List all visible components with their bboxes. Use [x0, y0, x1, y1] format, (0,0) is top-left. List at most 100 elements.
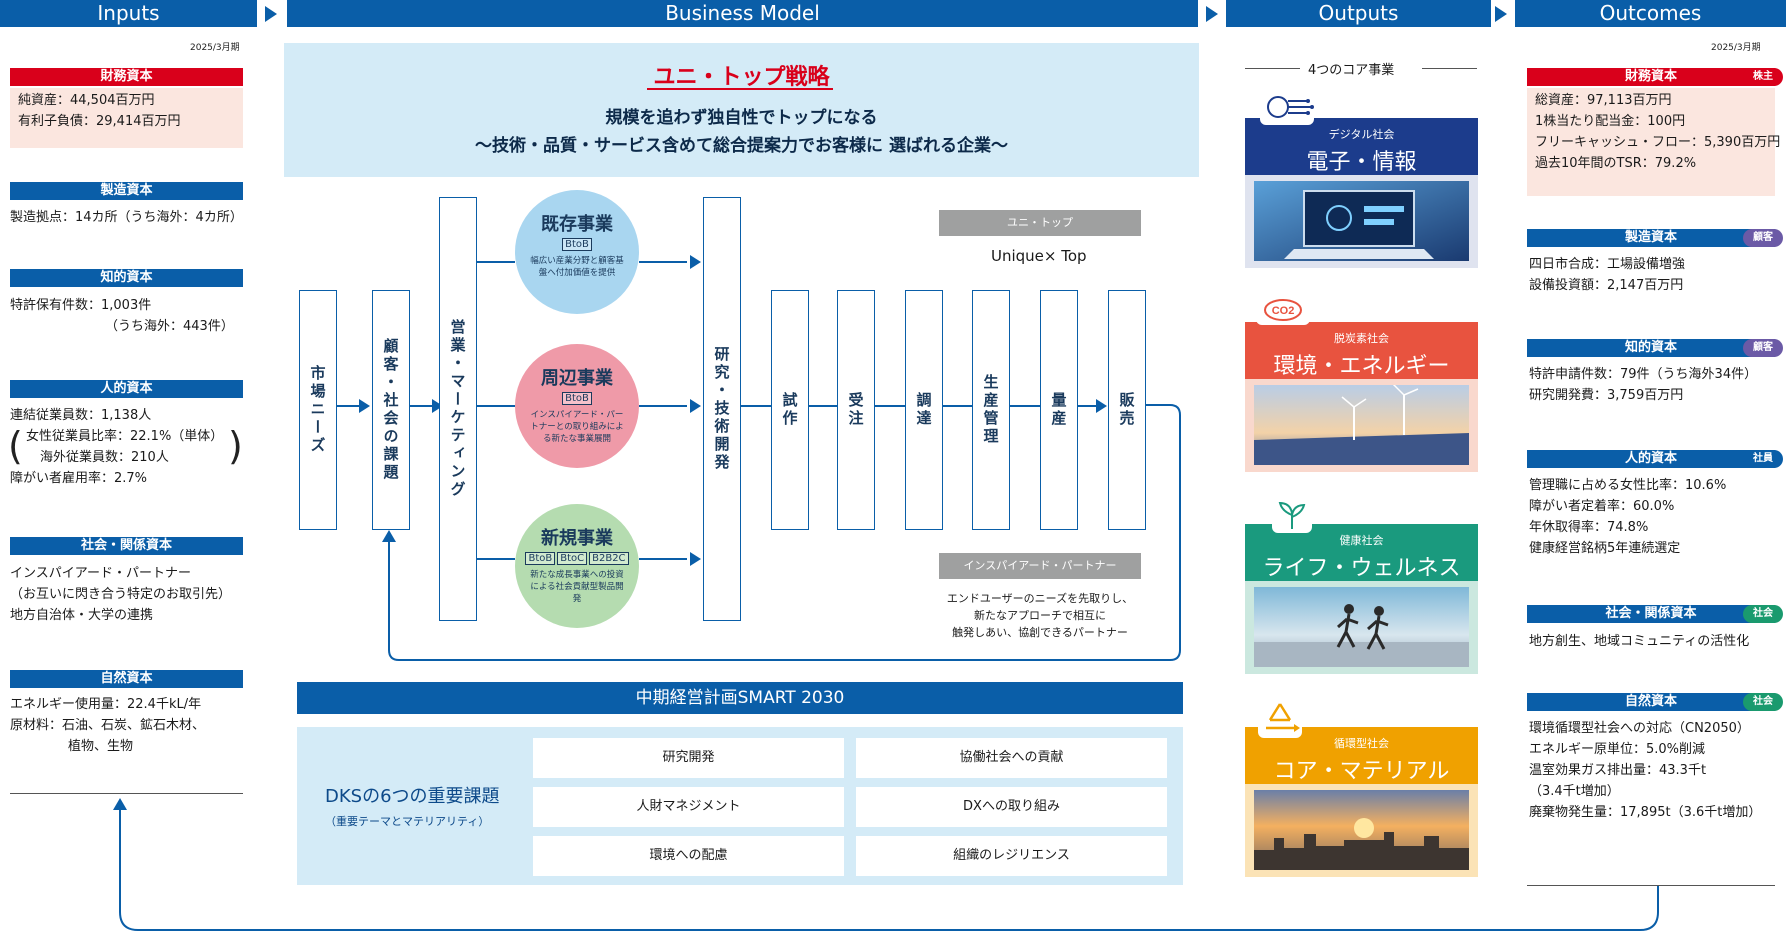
- outcome-human-title: 人的資本: [1527, 450, 1775, 468]
- flow-line: [1010, 405, 1040, 407]
- input-human-title: 人的資本: [10, 380, 243, 398]
- inspired-partner-tag: インスパイアード・パートナー: [939, 553, 1141, 579]
- input-social-text: インスパイアード・パートナー （お互いに閃き合う特定のお取引先） 地方自治体・大…: [10, 566, 232, 623]
- stakeholder-badge-customer: 顧客: [1743, 229, 1783, 247]
- unitop-text: Unique× Top: [991, 247, 1087, 265]
- sales-marketing-box: 営業・マーケティング: [439, 197, 477, 621]
- arrow-right-icon: [690, 552, 701, 566]
- wind-turbine-photo: [1254, 385, 1469, 465]
- plan-cell-resilience: 組織のレジリエンス: [856, 836, 1167, 876]
- flow-line: [639, 558, 687, 560]
- flow-line: [639, 405, 687, 407]
- city-photo: [1254, 790, 1469, 870]
- outcome-financial-title: 財務資本: [1527, 68, 1775, 86]
- laptop-photo: [1254, 181, 1469, 261]
- arrow-right-icon: [1096, 399, 1107, 413]
- flow-line: [1078, 405, 1098, 407]
- header-outcomes: Outcomes: [1515, 0, 1786, 27]
- feedback-loop-line: [382, 404, 1181, 661]
- core-rule-right: [1422, 68, 1477, 69]
- procure-box: 調達: [905, 290, 943, 530]
- flow-line: [875, 405, 905, 407]
- stakeholder-badge-shareholder: 株主: [1743, 68, 1783, 86]
- plan-cell-hr: 人財マネジメント: [533, 787, 844, 827]
- core-business-label: 4つのコア事業: [1308, 63, 1395, 78]
- existing-business-circle: 既存事業 BtoB 幅広い産業分野と顧客基盤へ付加価値を提供: [515, 190, 639, 314]
- input-natural-text: エネルギー使用量：22.4千kL/年 原材料：石油、石炭、鉱石木材、 植物、生物: [10, 697, 206, 754]
- arrow-right-icon: [1495, 6, 1507, 22]
- recycle-icon: [1258, 700, 1302, 738]
- arrow-right-icon: [432, 399, 443, 413]
- mass-production-box: 量産: [1040, 290, 1078, 530]
- inputs-date: 2025/3月期: [190, 43, 240, 53]
- outcomes-bottom-rule: [1527, 885, 1775, 886]
- plant-icon: [1272, 497, 1312, 533]
- stakeholder-badge-society: 社会: [1743, 605, 1783, 623]
- flow-line: [943, 405, 972, 407]
- arrow-right-icon: [265, 6, 277, 22]
- strategy-box: ユニ・トップ戦略 規模を追わず独自性でトップになる 〜技術・品質・サービス含めて…: [284, 43, 1199, 177]
- outcome-human-text: 管理職に占める女性比率：10.6% 障がい者定着率：60.0% 年休取得率：74…: [1529, 478, 1727, 556]
- header-outputs: Outputs: [1226, 0, 1491, 27]
- order-box: 受注: [837, 290, 875, 530]
- business-card-wellness: 健康社会 ライフ・ウェルネス: [1245, 524, 1478, 674]
- plan-cell-cooperation: 協働社会への貢献: [856, 738, 1167, 778]
- input-financial-title: 財務資本: [10, 68, 243, 86]
- outcome-manufacturing-title: 製造資本: [1527, 229, 1775, 247]
- customer-issues-box: 顧客・社会の課題: [372, 290, 410, 530]
- input-intellectual-title: 知的資本: [10, 269, 243, 287]
- circuit-icon: [1260, 91, 1314, 125]
- inspired-partner-desc: エンドユーザーのニーズを先取りし、 新たなアプローチで相互に 触発しあい、協創で…: [946, 592, 1134, 639]
- input-manufacturing-text: 製造拠点：14カ所（うち海外：4カ所）: [10, 210, 243, 225]
- outcome-social-title: 社会・関係資本: [1527, 605, 1775, 623]
- header-business-model: Business Model: [287, 0, 1198, 27]
- strategy-underline: [647, 88, 833, 90]
- input-intellectual-text: 特許保有件数：1,003件 （うち海外：443件）: [10, 298, 234, 334]
- outcomes-date: 2025/3月期: [1711, 43, 1761, 53]
- flow-line: [337, 405, 361, 407]
- arrow-right-icon: [690, 255, 701, 269]
- flow-line: [741, 405, 771, 407]
- flow-line: [477, 261, 515, 263]
- arrow-right-icon: [359, 399, 370, 413]
- core-rule-left: [1245, 68, 1300, 69]
- plan-cell-rnd: 研究開発: [533, 738, 844, 778]
- plan-cell-dx: DXへの取り組み: [856, 787, 1167, 827]
- outcome-feedback-loop-line: [113, 798, 1659, 931]
- header-inputs: Inputs: [0, 0, 257, 27]
- bracket-left: (: [8, 424, 23, 468]
- unitop-tag: ユニ・トップ: [939, 210, 1141, 236]
- running-photo: [1254, 587, 1469, 667]
- outcome-intellectual-text: 特許申請件数：79件（うち海外34件） 研究開発費：3,759百万円: [1529, 367, 1758, 403]
- flow-line: [477, 558, 515, 560]
- svg-text:CO2: CO2: [1272, 305, 1295, 317]
- bracket-right: ): [228, 424, 243, 468]
- flow-line: [639, 261, 687, 263]
- arrow-right-icon: [690, 399, 701, 413]
- flow-line: [477, 405, 515, 407]
- outcome-social-text: 地方創生、地域コミュニティの活性化: [1529, 634, 1750, 649]
- outcome-intellectual-title: 知的資本: [1527, 339, 1775, 357]
- outcome-natural-text: 環境循環型社会への対応（CN2050） エネルギー原単位：5.0%削減 温室効果…: [1529, 721, 1762, 820]
- outcome-manufacturing-text: 四日市合成：工場設備増強 設備投資額：2,147百万円: [1529, 257, 1686, 293]
- stakeholder-badge-employee: 社員: [1743, 450, 1783, 468]
- input-human-text: 連結従業員数：1,138人 女性従業員比率：22.1%（単体） 海外従業員数：2…: [10, 408, 224, 486]
- business-card-electronics: デジタル社会 電子・情報: [1245, 118, 1478, 268]
- input-natural-title: 自然資本: [10, 670, 243, 688]
- flow-line: [410, 405, 435, 407]
- business-card-energy: 脱炭素社会 環境・エネルギー: [1245, 322, 1478, 472]
- input-manufacturing-title: 製造資本: [10, 182, 243, 200]
- outcome-financial-text: 総資産：97,113百万円 1株当たり配当金：100円 フリーキャッシュ・フロー…: [1527, 88, 1780, 196]
- market-needs-box: 市場ニーズ: [299, 290, 337, 530]
- plan-title: DKSの6つの重要課題: [325, 786, 500, 807]
- arrow-right-icon: [1206, 6, 1218, 22]
- sales-box: 販売: [1108, 290, 1146, 530]
- stakeholder-badge-society: 社会: [1743, 693, 1783, 711]
- plan-subtitle: （重要テーマとマテリアリティ）: [325, 815, 490, 828]
- flow-line: [809, 405, 837, 407]
- plan-cell-environment: 環境への配慮: [533, 836, 844, 876]
- production-box: 生産管理: [972, 290, 1010, 530]
- business-card-materials: 循環型社会 コア・マテリアル: [1245, 727, 1478, 877]
- co2-icon: CO2: [1256, 295, 1310, 325]
